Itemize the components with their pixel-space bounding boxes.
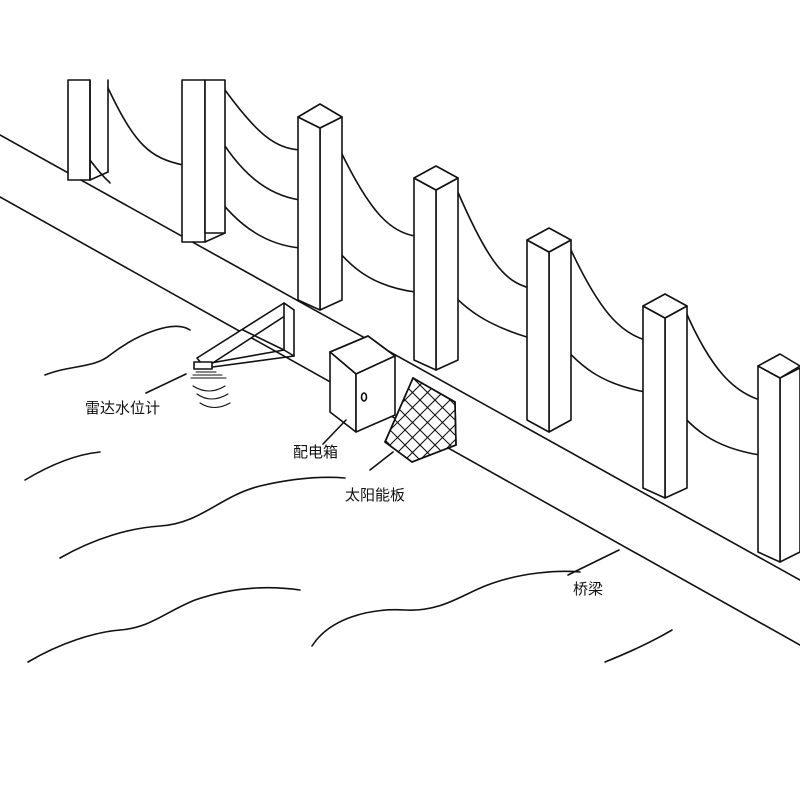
railing-post-6	[642, 293, 688, 499]
leader-lines	[145, 373, 620, 576]
label-bridge: 桥梁	[573, 580, 603, 598]
railing-post-1	[67, 79, 109, 181]
radar-bracket	[196, 302, 295, 369]
label-distribution-box: 配电箱	[293, 443, 338, 461]
label-solar-panel: 太阳能板	[345, 486, 405, 504]
railing-post-5	[526, 227, 572, 433]
railing-post-3	[297, 103, 343, 311]
railing-post-2	[181, 79, 226, 243]
distribution-box	[329, 335, 396, 433]
label-radar-level-gauge: 雷达水位计	[85, 399, 160, 417]
water-waves	[24, 325, 673, 663]
railing-post-4	[413, 165, 459, 371]
radar-sensor	[190, 361, 231, 409]
railing-post-7	[757, 353, 800, 563]
